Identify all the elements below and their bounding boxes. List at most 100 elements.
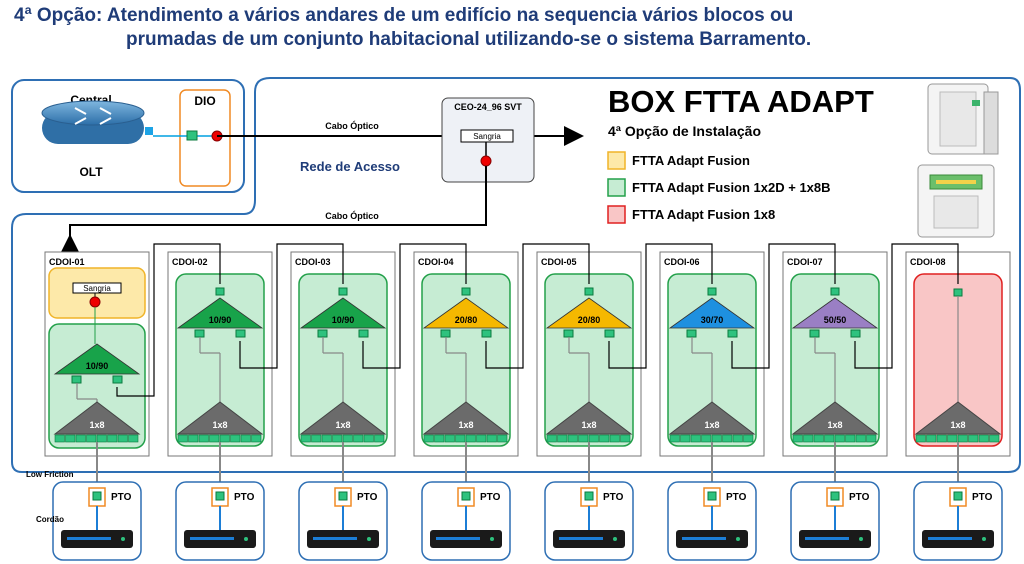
splitter-output-port (251, 434, 262, 443)
splitter-output-port (567, 434, 578, 443)
splitter-1x8-label: 1x8 (212, 420, 227, 430)
splitter-output-port (300, 434, 311, 443)
splitter-output-port (444, 434, 455, 443)
cdoi-label: CDOI-07 (787, 257, 823, 267)
ont-led (982, 537, 986, 541)
ont-light (313, 537, 357, 540)
ont-light (928, 537, 972, 540)
port-through (727, 329, 738, 338)
port-through (235, 329, 246, 338)
ceo-sangria-label: Sangria (473, 132, 501, 141)
pto-label: PTO (480, 492, 501, 503)
cdoi-label: CDOI-06 (664, 257, 700, 267)
splitter-1x8 (53, 401, 141, 435)
splitter-output-port (497, 434, 508, 443)
primary-splitter (668, 297, 756, 329)
splitter-output-port (701, 434, 712, 443)
splitter-1x8-label: 1x8 (458, 420, 473, 430)
splitter-output-port (824, 434, 835, 443)
splitter-output-port (722, 434, 733, 443)
splitter-output-port (947, 434, 958, 443)
port-tap (440, 329, 451, 338)
splitter-1x8 (422, 401, 510, 435)
splitter-1x8 (914, 401, 1002, 435)
splitter-output-port (690, 434, 701, 443)
splitter-output-port (792, 434, 803, 443)
splitter-output-port (311, 434, 322, 443)
rede-acesso-label: Rede de Acesso (300, 159, 400, 174)
sangria-box (72, 282, 122, 294)
pto-connector (707, 491, 717, 501)
splitter-output-port (353, 434, 364, 443)
splitter-ratio-label: 10/90 (332, 315, 355, 325)
primary-splitter (791, 297, 879, 329)
input-connector (461, 287, 471, 296)
splitter-output-port (486, 434, 497, 443)
splitter-ratio-label: 20/80 (455, 315, 478, 325)
pto-connector (830, 491, 840, 501)
splitter-output-port (342, 434, 353, 443)
splitter-output-port (374, 434, 385, 443)
splitter-1x8-label: 1x8 (89, 420, 104, 430)
splitter-output-port (465, 434, 476, 443)
legend-item-label: FTTA Adapt Fusion 1x8 (632, 207, 775, 222)
riser-chain-cable (485, 243, 590, 369)
splitter-1x8-label: 1x8 (335, 420, 350, 430)
splitter-output-port (609, 434, 620, 443)
sangria-label: Sangria (83, 284, 111, 293)
pto-label: PTO (357, 492, 378, 503)
ont-led (244, 537, 248, 541)
splitter-output-port (209, 434, 220, 443)
splitter-output-port (599, 434, 610, 443)
splitter-output-port (177, 434, 188, 443)
riser-chain-cable (239, 243, 344, 369)
primary-splitter (299, 297, 387, 329)
cdoi-label: CDOI-05 (541, 257, 577, 267)
splitter-ratio-label: 50/50 (824, 315, 847, 325)
legend-title: BOX FTTA ADAPT (608, 84, 874, 119)
input-connector (584, 287, 594, 296)
dio-box (179, 89, 231, 187)
splitter-output-port (363, 434, 374, 443)
riser-chain-cable (116, 243, 221, 397)
pto-label: PTO (234, 492, 255, 503)
cdoi-label: CDOI-02 (172, 257, 208, 267)
splitter-output-port (680, 434, 691, 443)
splitter-output-port (620, 434, 631, 443)
splitter-output-port (588, 434, 599, 443)
olt-router-icon (41, 100, 153, 144)
splitter-output-port (321, 434, 332, 443)
ont-light (436, 537, 480, 540)
riser-chain-cable (608, 243, 713, 369)
title-line-2: prumadas de um conjunto habitacional uti… (126, 29, 812, 50)
pto-connector (338, 491, 348, 501)
splitter-ratio-label: 10/90 (209, 315, 232, 325)
splitter-1x8-label: 1x8 (827, 420, 842, 430)
cdoi-label: CDOI-03 (295, 257, 331, 267)
pto-connector (215, 491, 225, 501)
splitter-output-port (834, 434, 845, 443)
ont-led (367, 537, 371, 541)
ont-led (490, 537, 494, 541)
ont-light (805, 537, 849, 540)
splitter-output-port (128, 434, 139, 443)
splitter-1x8 (791, 401, 879, 435)
splitter-output-port (866, 434, 877, 443)
port-tap (317, 329, 328, 338)
splitter-1x8 (668, 401, 756, 435)
ont-led (859, 537, 863, 541)
port-tap (71, 375, 82, 384)
primary-splitter (545, 297, 633, 329)
splitter-output-port (803, 434, 814, 443)
splitter-output-port (188, 434, 199, 443)
splitter-output-port (578, 434, 589, 443)
splitter-output-port (968, 434, 979, 443)
splitter-output-port (117, 434, 128, 443)
legend-item-label: FTTA Adapt Fusion (632, 153, 750, 168)
pto-connector (953, 491, 963, 501)
port-tap (563, 329, 574, 338)
splitter-output-port (546, 434, 557, 443)
port-through (604, 329, 615, 338)
splice-dot (89, 296, 101, 308)
splitter-output-port (198, 434, 209, 443)
